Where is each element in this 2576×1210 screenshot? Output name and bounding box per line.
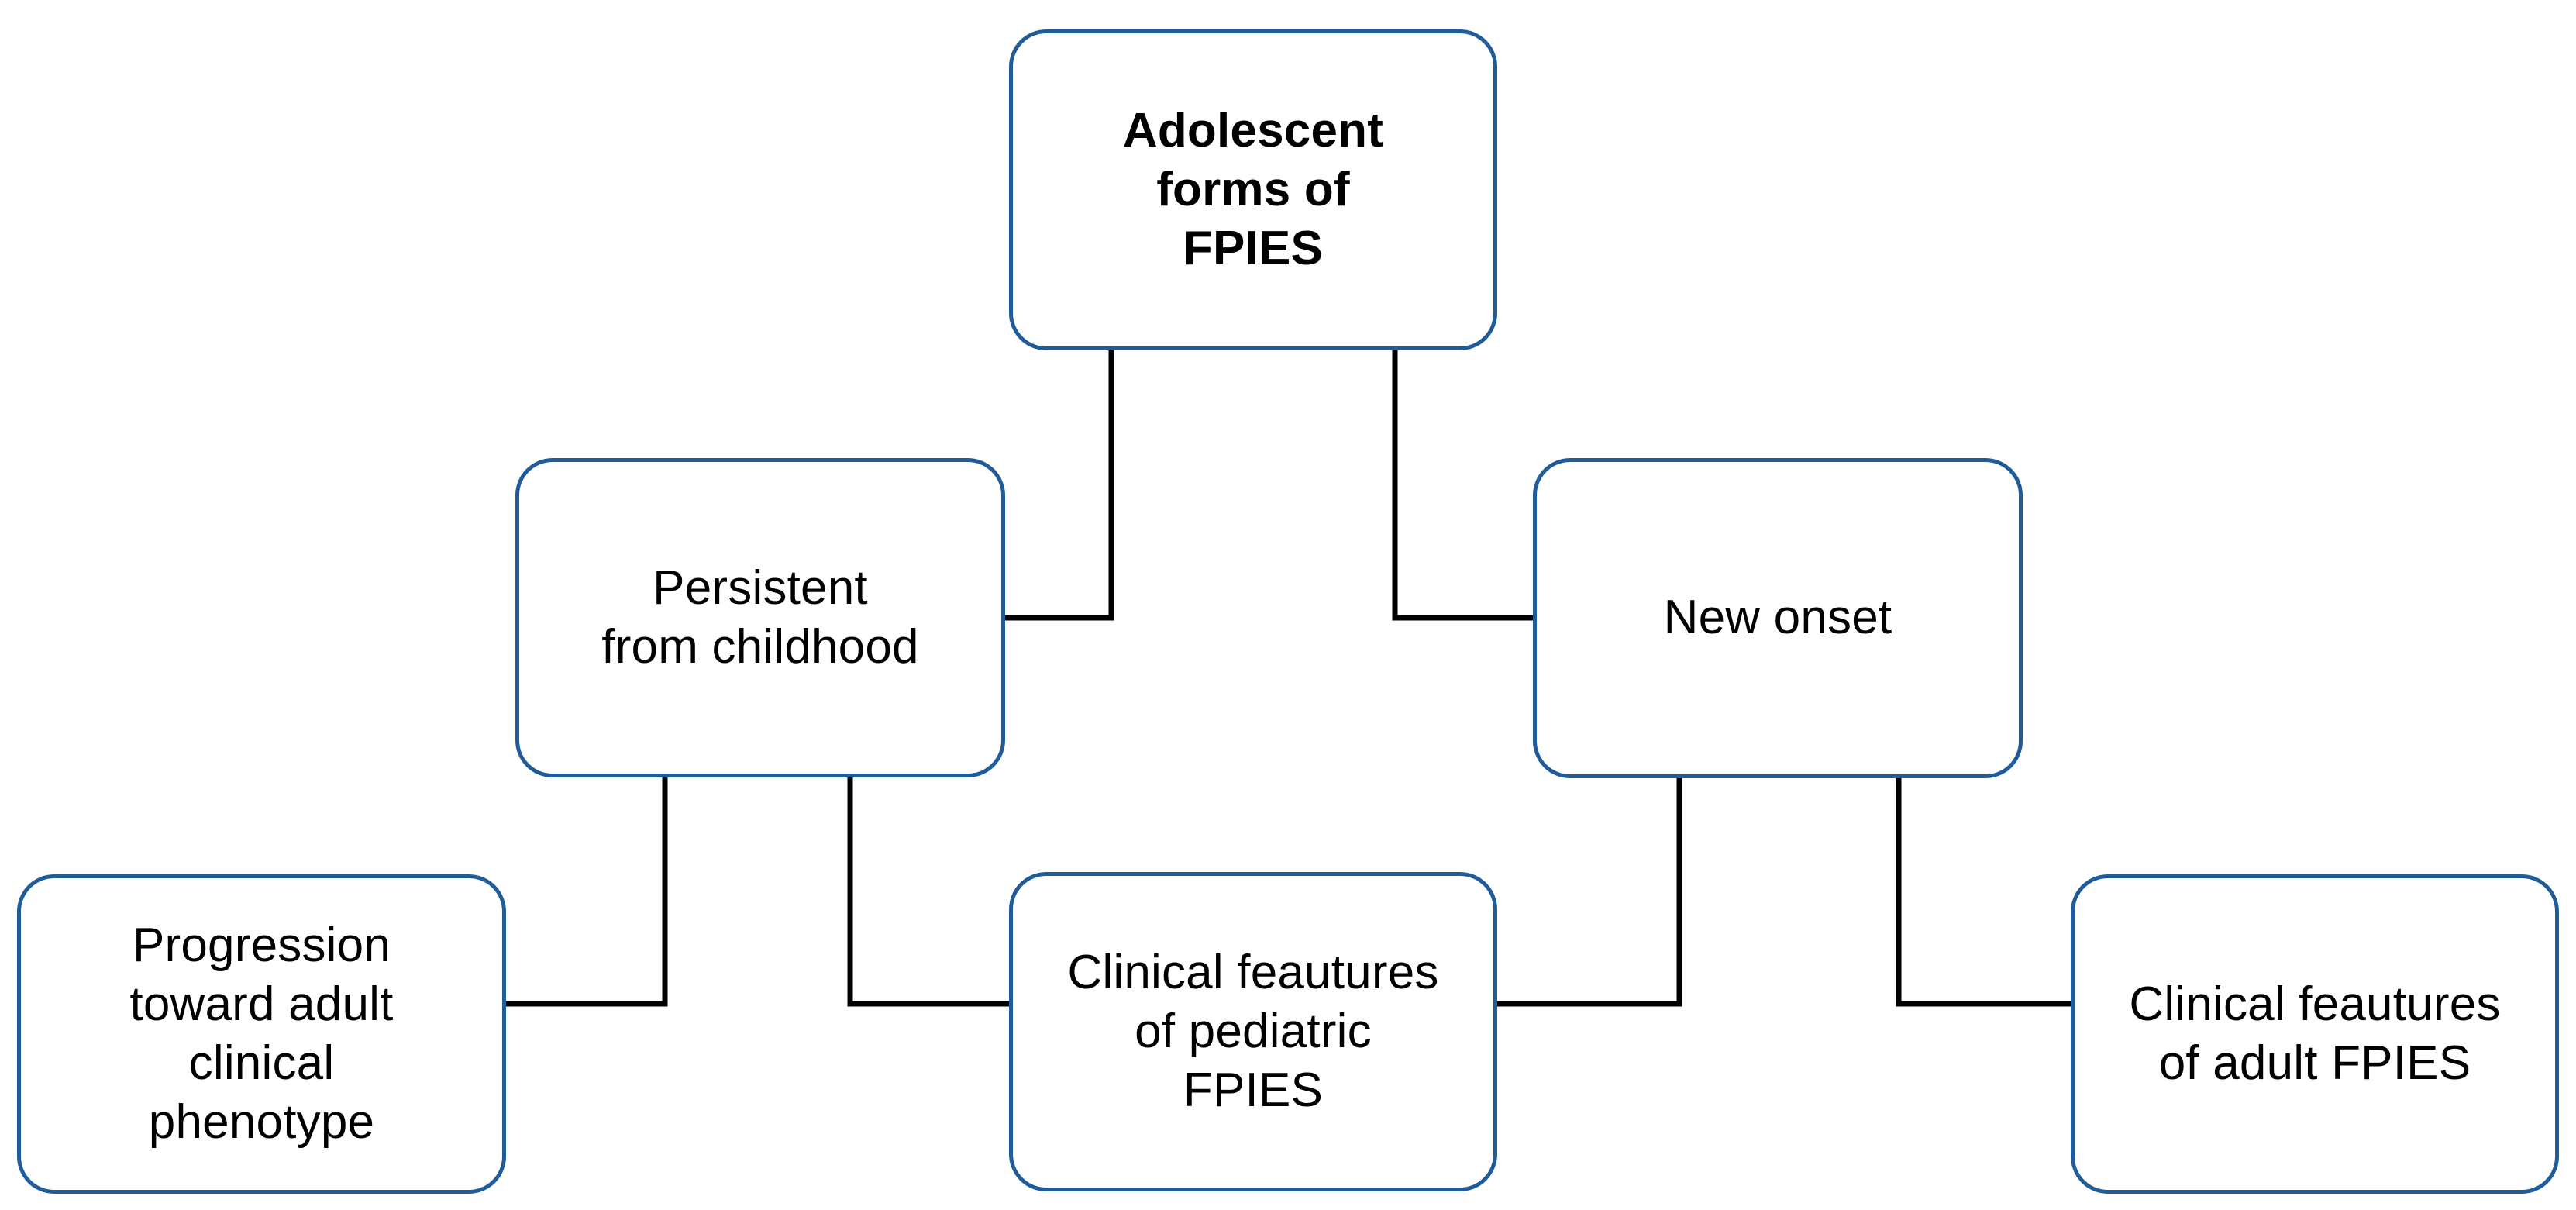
node-label: Persistent from childhood <box>601 560 919 674</box>
edge-new-onset-to-pediatric-features <box>1494 775 1682 1007</box>
node-clinical-features-of-pediatric-fpies[interactable]: Clinical feautures of pediatric FPIES <box>1009 872 1497 1191</box>
node-label: Adolescent forms of FPIES <box>1122 103 1384 276</box>
edge-persistent-to-pediatric-features <box>847 774 1012 1007</box>
node-new-onset[interactable]: New onset <box>1533 458 2023 778</box>
node-label: Clinical feautures of pediatric FPIES <box>1067 945 1439 1118</box>
edge-new-onset-to-adult-features <box>1896 775 2074 1007</box>
node-label: Progression toward adult clinical phenot… <box>129 918 394 1150</box>
edge-root-to-persistent <box>1002 347 1114 621</box>
node-label: New onset <box>1663 591 1892 645</box>
edge-persistent-to-progression <box>503 774 668 1007</box>
edge-root-to-new-onset <box>1392 347 1536 621</box>
node-persistent-from-childhood[interactable]: Persistent from childhood <box>515 458 1005 777</box>
node-label: Clinical feautures of adult FPIES <box>2129 977 2501 1090</box>
node-progression-toward-adult-clinical-phenotype[interactable]: Progression toward adult clinical phenot… <box>17 874 506 1194</box>
node-clinical-features-of-adult-fpies[interactable]: Clinical feautures of adult FPIES <box>2071 874 2559 1194</box>
node-adolescent-forms-of-fpies[interactable]: Adolescent forms of FPIES <box>1009 29 1497 350</box>
